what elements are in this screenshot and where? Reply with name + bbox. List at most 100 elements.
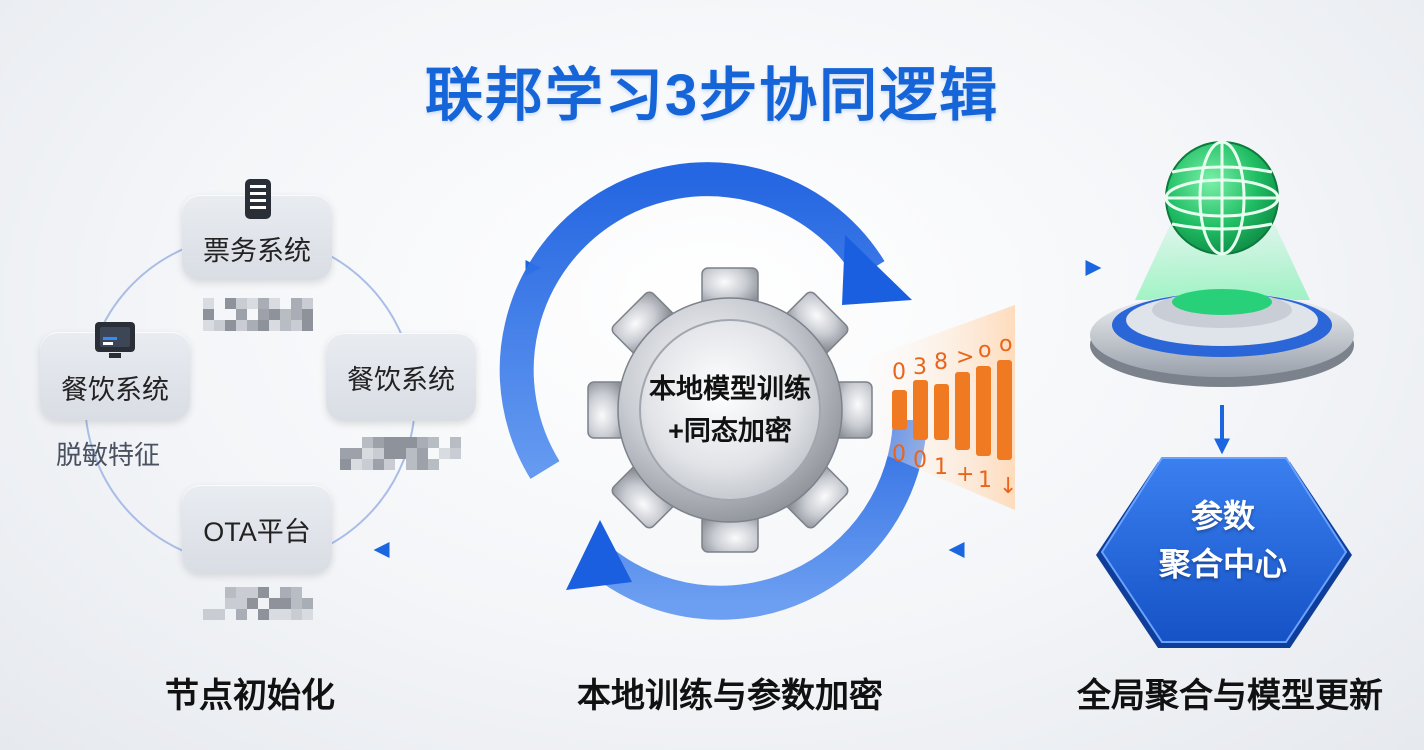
cycle-arrowhead-bottom [566,520,632,590]
mosaic-cell [225,320,236,331]
encryption-bars [892,360,1012,460]
gear-label: 本地模型训练 +同态加密 [600,368,860,452]
mosaic-cell [280,598,291,609]
mosaic-cell [291,598,302,609]
step-label-3: 全局聚合与模型更新 [1077,677,1383,715]
mosaic-cell [214,587,225,598]
encryption-digit: 3 [913,355,927,380]
mosaic-cell [417,448,428,459]
encryption-digit: o [978,338,992,363]
mosaic-cell [406,448,417,459]
aggregation-hub-line1: 参数 [1190,498,1255,534]
gear-label-line2: +同态加密 [668,416,792,446]
mosaic-cell [225,309,236,320]
mosaic-cell [302,298,313,309]
mosaic-cell [236,298,247,309]
mosaic-cell [280,320,291,331]
cycle-arrowhead-top [842,235,912,305]
mosaic-cell [291,320,302,331]
mosaic-cell [269,609,280,620]
encryption-digit: 0 [913,448,927,473]
mosaic-cell [258,609,269,620]
step-label-1: 节点初始化 [165,677,335,715]
encryption-digit: 0 [892,360,906,385]
mosaic-cell [384,437,395,448]
mosaic-cell [236,609,247,620]
desensitized-features-label: 脱敏特征 [56,440,161,470]
mosaic-cell [351,448,362,459]
mobile-phone-icon [245,179,271,219]
mosaic-cell [258,587,269,598]
mosaic-cell [236,309,247,320]
node-ota-platform: OTA平台 [182,485,332,573]
mosaic-cell [203,598,214,609]
mosaic-cell [428,448,439,459]
redacted-mosaic-ticket [203,298,313,331]
mosaic-cell [439,459,450,470]
mosaic-cell [258,320,269,331]
mosaic-cell [269,309,280,320]
node-dining-right-label: 餐饮系统 [347,364,455,395]
mosaic-cell [362,437,373,448]
mosaic-cell [373,437,384,448]
globe-light-cone [1135,225,1310,300]
page-title: 联邦学习3步协同逻辑 [424,63,1000,128]
encryption-digit: + [956,462,975,487]
mosaic-cell [450,448,461,459]
redacted-mosaic-dining-right [340,437,461,470]
mosaic-cell [269,298,280,309]
mosaic-cell [236,320,247,331]
node-dining-left-label: 餐饮系统 [61,374,169,405]
mosaic-cell [417,459,428,470]
mosaic-cell [302,598,313,609]
mosaic-cell [203,309,214,320]
mosaic-cell [203,587,214,598]
mosaic-cell [340,459,351,470]
mosaic-cell [351,459,362,470]
mosaic-cell [302,587,313,598]
mosaic-cell [214,598,225,609]
mosaic-cell [214,609,225,620]
mosaic-cell [214,320,225,331]
step-label-2: 本地训练与参数加密 [577,677,883,715]
mosaic-cell [269,320,280,331]
mosaic-cell [384,448,395,459]
mosaic-cell [247,309,258,320]
encryption-digit: o [999,332,1013,357]
mosaic-cell [280,609,291,620]
mosaic-cell [258,309,269,320]
encryption-digit: 1 [934,455,948,480]
mosaic-cell [214,298,225,309]
mosaic-cell [236,587,247,598]
mosaic-cell [236,598,247,609]
mosaic-cell [340,437,351,448]
mosaic-cell [302,320,313,331]
mosaic-cell [373,448,384,459]
mosaic-cell [384,459,395,470]
monitor-icon [95,322,135,358]
mosaic-cell [450,459,461,470]
mosaic-cell [225,298,236,309]
cycle-arrow-top [499,162,885,479]
aggregation-hub-label: 参数 聚合中心 [1108,492,1338,588]
node-ticket-label: 票务系统 [203,236,311,266]
mosaic-cell [258,598,269,609]
encryption-digit: > [956,345,975,370]
mosaic-cell [280,587,291,598]
encryption-digit: ↓ [999,474,1018,499]
mosaic-cell [428,437,439,448]
mosaic-cell [247,609,258,620]
mosaic-cell [203,609,214,620]
gear-label-line1: 本地模型训练 [649,374,811,404]
mosaic-cell [406,459,417,470]
mosaic-cell [417,437,428,448]
node-ota-label: OTA平台 [203,516,311,547]
aggregation-hub-line2: 聚合中心 [1158,546,1287,582]
mosaic-cell [247,587,258,598]
mosaic-cell [291,609,302,620]
mosaic-cell [280,309,291,320]
mosaic-cell [395,437,406,448]
encryption-digit: 1 [978,468,992,493]
mosaic-cell [395,448,406,459]
